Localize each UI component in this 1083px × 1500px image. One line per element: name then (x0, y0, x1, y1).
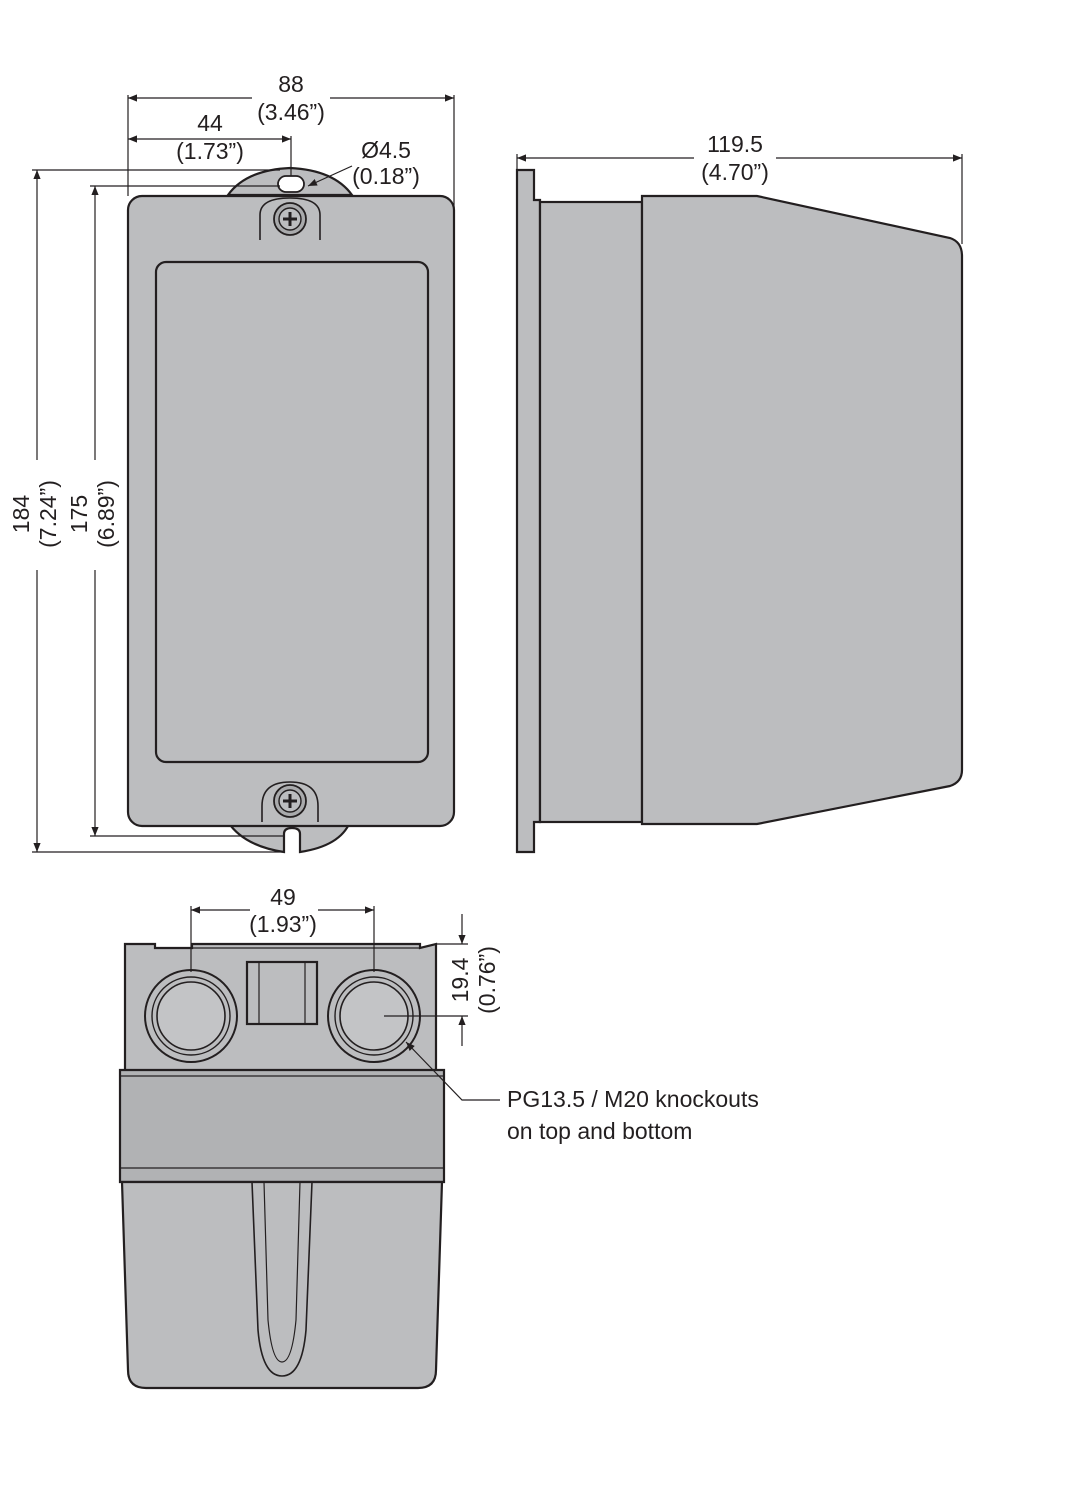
dim-hole-diameter: Ø4.5 (0.18”) (307, 137, 420, 189)
front-window (154, 260, 430, 764)
dim-side-depth-mm: 119.5 (707, 131, 763, 157)
bottom-screw (261, 781, 319, 822)
dim-side-depth: 119.5 (4.70”) (516, 131, 963, 244)
dim-knockout-offset: 19.4 (0.76”) (384, 914, 500, 1046)
dim-overall-height-inch: (7.24”) (35, 480, 61, 548)
dim-knockout-offset-mm: 19.4 (447, 957, 473, 1002)
dim-half-width: 44 (1.73”) (128, 110, 292, 176)
mounting-hole-slot (277, 175, 305, 193)
dim-half-width-mm: 44 (197, 110, 223, 136)
side-view: 119.5 (4.70”) (515, 131, 964, 854)
bottom-mounting-tab (225, 820, 352, 854)
knockout-callout: PG13.5 / M20 knockouts on top and bottom (405, 1041, 759, 1144)
front-view: 88 (3.46”) 44 (1.73”) Ø4.5 (0.18”) 184 (… (8, 71, 456, 854)
cover-groove-outer (251, 1181, 313, 1377)
dim-side-depth-inch: (4.70”) (701, 159, 769, 185)
side-mounting-flange (515, 168, 542, 854)
callout-line-2: on top and bottom (507, 1118, 692, 1144)
dim-half-width-inch: (1.73”) (176, 138, 244, 164)
central-rib (245, 960, 319, 1026)
right-knockout (327, 969, 421, 1063)
dim-knockout-spacing-mm: 49 (270, 884, 296, 910)
dim-front-width-mm: 88 (278, 71, 304, 97)
dim-front-width-inch: (3.46”) (257, 99, 325, 125)
dim-mount-height-mm: 175 (66, 495, 92, 533)
cover-band (118, 1068, 446, 1184)
dim-hole-diameter-inch: (0.18”) (352, 163, 420, 189)
side-cover-section (640, 194, 964, 826)
dim-mount-height: 175 (6.89”) (66, 185, 284, 837)
dim-front-width: 88 (3.46”) (127, 71, 455, 210)
cover-groove-inner (263, 1181, 301, 1363)
dim-overall-height: 184 (7.24”) (8, 169, 284, 853)
side-base-section (538, 200, 644, 824)
dim-overall-height-mm: 184 (8, 495, 34, 534)
bottom-view: 49 (1.93”) 19.4 (0.76”) PG13.5 / M20 kno… (118, 884, 759, 1390)
callout-line-1: PG13.5 / M20 knockouts (507, 1086, 759, 1112)
dim-mount-height-inch: (6.89”) (93, 480, 119, 548)
left-knockout (144, 969, 238, 1063)
top-screw (259, 197, 321, 240)
lower-cover (120, 1180, 444, 1390)
dim-hole-diameter-mm: Ø4.5 (361, 137, 411, 163)
dim-knockout-spacing-inch: (1.93”) (249, 911, 317, 937)
dim-knockout-spacing: 49 (1.93”) (190, 884, 375, 972)
dim-knockout-offset-inch: (0.76”) (474, 946, 500, 1014)
